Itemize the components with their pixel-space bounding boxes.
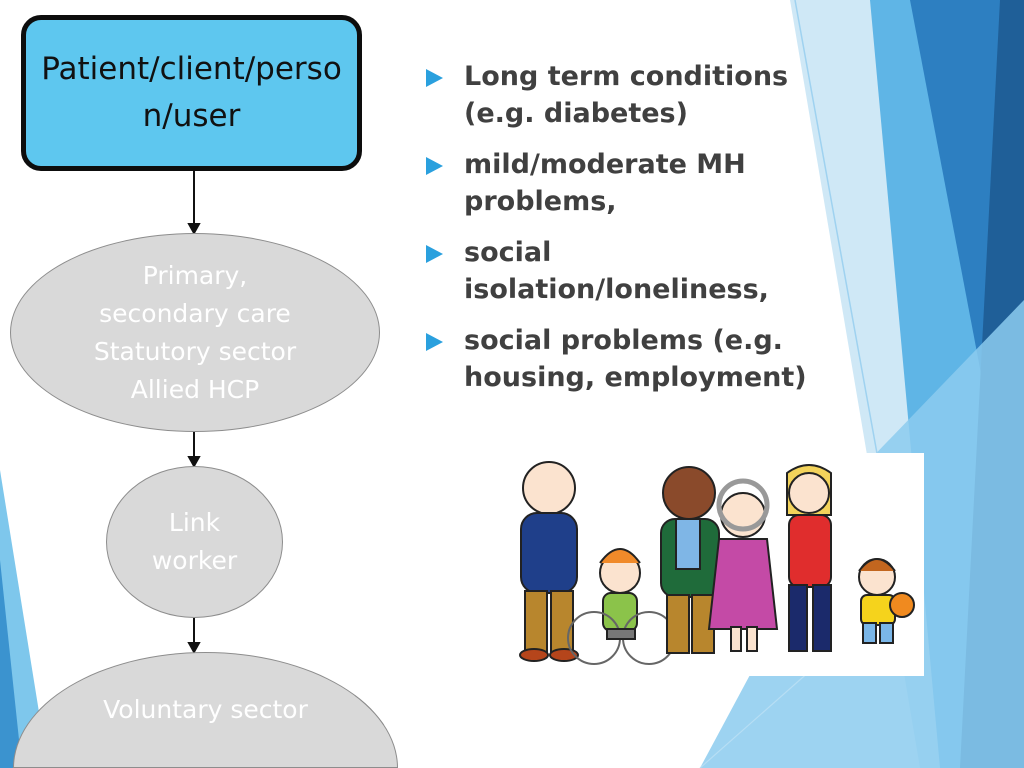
triangle-bullet-icon [426,245,443,263]
bullet-item: Long term conditions (e.g. diabetes) [426,58,826,132]
person-boy-wheelchair [567,548,676,665]
link-worker-label: Link worker [151,508,238,575]
bullet-list: Long term conditions (e.g. diabetes) mil… [426,58,826,410]
patient-box-label: Patient/client/person/user [41,51,342,134]
primary-care-ellipse: Primary, secondary care Statutory sector… [10,233,380,432]
bullet-item: social problems (e.g. housing, employmen… [426,322,826,396]
primary-care-label: Primary, secondary care Statutory sector… [93,260,297,404]
bullet-text: Long term conditions (e.g. diabetes) [464,61,789,129]
bullet-text: social isolation/loneliness, [464,237,769,305]
connector-arrows [187,171,201,655]
bullet-text: mild/moderate MH problems, [464,149,746,217]
triangle-bullet-icon [426,69,443,87]
bullet-text: social problems (e.g. housing, employmen… [464,325,807,393]
person-older-man [660,466,720,654]
bullet-item: mild/moderate MH problems, [426,146,826,220]
people-icon [519,461,915,665]
patient-box: Patient/client/person/user [21,15,362,171]
bg-shape-left-dark [0,560,22,768]
triangle-bullet-icon [426,157,443,175]
voluntary-sector-label: Voluntary sector [103,695,308,724]
link-worker-ellipse: Link worker [106,466,283,618]
bullet-item: social isolation/loneliness, [426,234,826,308]
person-older-woman [707,478,779,652]
person-child-ball [858,558,915,644]
bg-line-1 [794,0,881,471]
people-group-illustration [499,453,924,676]
triangle-bullet-icon [426,333,443,351]
person-woman-red [786,464,832,652]
